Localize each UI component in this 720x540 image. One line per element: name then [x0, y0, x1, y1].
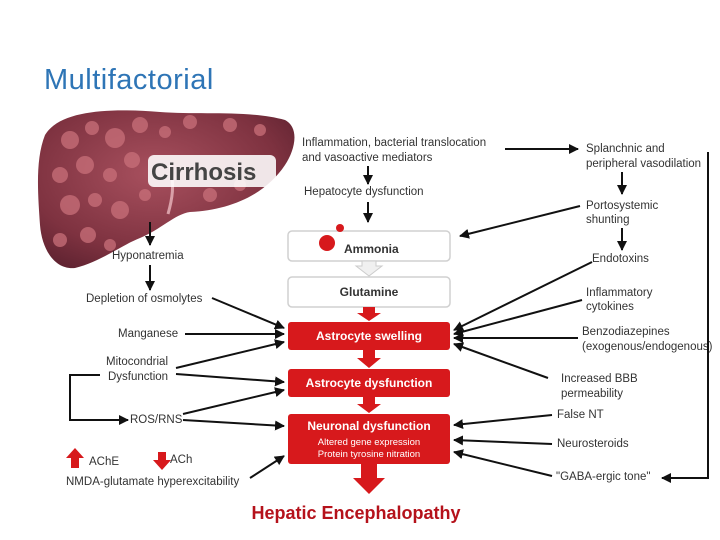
- bbb-permeability-label-line2: permeability: [561, 388, 623, 400]
- inflammatory-cytokines-label-line1: Inflammatory: [586, 287, 653, 299]
- astrocyte-dysfunction-box: [288, 369, 450, 397]
- inflammation-label-line1: Inflammation, bacterial translocation: [302, 137, 486, 149]
- ammonia-to-glutamine-arrow: [354, 260, 384, 277]
- outcome-label: Hepatic Encephalopathy: [251, 503, 460, 523]
- inflammatory-cytokines-label-line2: cytokines: [586, 301, 634, 313]
- manganese-label: Manganese: [118, 328, 178, 340]
- ach-down-arrow-icon: [153, 452, 171, 470]
- red-flow-arrows: [353, 307, 385, 494]
- nmda-label: NMDA-glutamate hyperexcitability: [66, 476, 239, 488]
- neuronal-sub-label-2: Protein tyrosine nitration: [318, 449, 420, 460]
- slide-title: Multifactorial: [44, 64, 214, 96]
- neuronal-dysfunction-box: [288, 414, 450, 464]
- mitochondrial-label-line1: Mitocondrial: [106, 356, 168, 368]
- ache-label: AChE: [89, 456, 119, 468]
- connector-arrows: [69, 144, 709, 483]
- ammonia-label: Ammonia: [344, 242, 399, 256]
- false-nt-label: False NT: [557, 409, 604, 421]
- benzodiazepines-label-line2: (exogenous/endogenous): [582, 341, 713, 353]
- ach-label: ACh: [170, 454, 192, 466]
- hepatocyte-dysfunction-label: Hepatocyte dysfunction: [304, 186, 424, 198]
- liver-illustration: [37, 110, 295, 269]
- inflammation-label-line2: and vasoactive mediators: [302, 152, 433, 164]
- splanchnic-label-line1: Splanchnic and: [586, 143, 665, 155]
- hyponatremia-label: Hyponatremia: [112, 250, 184, 262]
- mitochondrial-label-line2: Dysfunction: [108, 371, 168, 383]
- endotoxins-label: Endotoxins: [592, 253, 649, 265]
- astrocyte-swelling-box: [288, 322, 450, 350]
- gaba-ergic-tone-label: "GABA-ergic tone": [556, 471, 650, 483]
- splanchnic-label-line2: peripheral vasodilation: [586, 158, 701, 170]
- osmolytes-label: Depletion of osmolytes: [86, 293, 203, 305]
- neuronal-dysfunction-label: Neuronal dysfunction: [307, 419, 430, 433]
- liver-label: Cirrhosis: [151, 159, 256, 186]
- portosystemic-label-line1: Portosystemic: [586, 200, 658, 212]
- astrocyte-dysfunction-label: Astrocyte dysfunction: [306, 376, 433, 390]
- ammonia-dot-icon: [319, 235, 335, 251]
- neuronal-sub-label-1: Altered gene expression: [318, 437, 420, 448]
- neurosteroids-label: Neurosteroids: [557, 438, 629, 450]
- ammonia-dot-small-icon: [336, 224, 344, 232]
- astrocyte-swelling-label: Astrocyte swelling: [316, 329, 422, 343]
- bbb-permeability-label-line1: Increased BBB: [561, 373, 638, 385]
- ache-up-arrow-icon: [66, 448, 84, 468]
- glutamine-label: Glutamine: [340, 285, 399, 299]
- benzodiazepines-label-line1: Benzodiazepines: [582, 326, 670, 338]
- ros-rns-label: ROS/RNS: [130, 414, 183, 426]
- portosystemic-label-line2: shunting: [586, 214, 629, 226]
